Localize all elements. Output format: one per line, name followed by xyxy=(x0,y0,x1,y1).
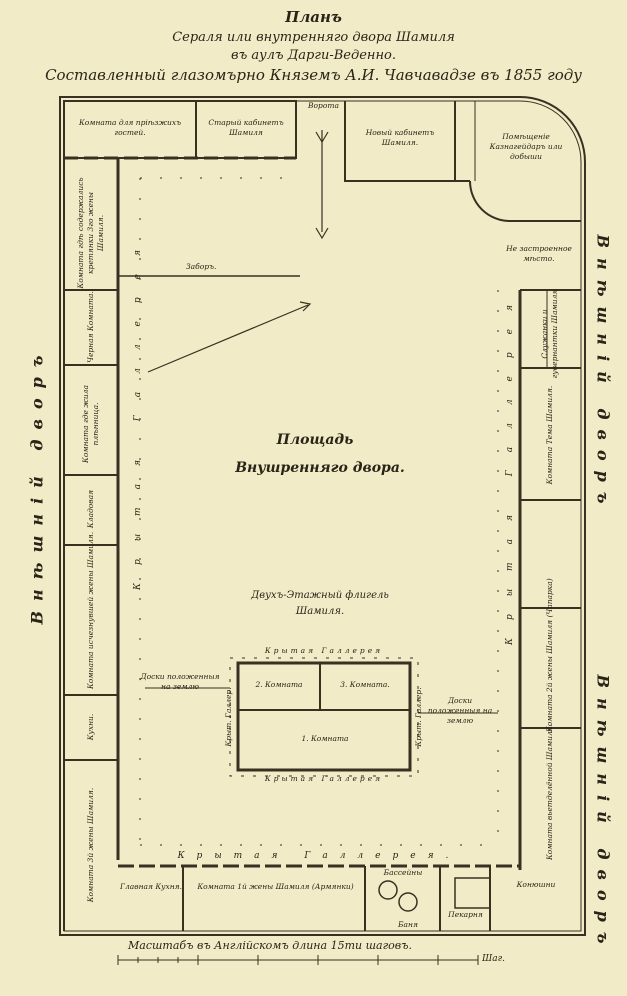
boards-right: Доски положенныя на землю xyxy=(427,696,493,725)
room-kaznachei xyxy=(469,180,581,222)
room-wife-left-label: Комната исчезнувшей жены Шамиля. xyxy=(86,531,95,689)
courtyard-title: Площадь xyxy=(276,432,354,448)
boards-left: Доски положенныя на землю xyxy=(140,672,220,691)
north-arrow xyxy=(147,130,329,373)
title-line3: въ аулъ Дарги-Веденно. xyxy=(231,48,396,63)
room-main-kitchen-label: Главная Кухня. xyxy=(120,882,183,891)
gallery-bottom-label: Крытая Галлерея. xyxy=(177,851,461,861)
wing-room2: 2. Комната xyxy=(255,680,303,689)
room-black-label: Черная Комната. xyxy=(86,291,95,363)
wing-gallery-left: Крыт. Галлер. xyxy=(224,687,233,747)
gate-label: Ворота xyxy=(308,101,339,110)
title-plan: Планъ xyxy=(285,8,342,26)
courtyard-subtitle: Внушренняго двора. xyxy=(235,460,405,476)
gallery-right-label: Крытая Галлерея xyxy=(505,287,515,645)
outer-yard-left: Внѣшній дворъ xyxy=(27,345,47,625)
scale-unit: Шаг. xyxy=(482,954,506,964)
scale-bar xyxy=(117,955,479,965)
room-shamil-label: Комната Тема Шамиля. xyxy=(545,385,554,485)
room-guests-label: Комната для прiѣзжихъ гостей. xyxy=(78,118,182,137)
outer-yard-right-top: Внѣшній дворъ xyxy=(593,234,613,514)
scale-label: Масштабъ въ Англійскомъ длина 15ти шагов… xyxy=(128,939,412,952)
outer-yard-right-bottom: Внѣшній дворъ xyxy=(593,674,613,954)
gallery-left-label: Крытая Галлерея xyxy=(133,232,143,590)
room-kitchen-left-label: Кухни. xyxy=(86,713,95,741)
room-new-cabinet-label: Новый кабинетъ Шамиля. xyxy=(365,128,435,147)
room-shamil-bedroom-label: Комната вьетделённой Шамиля. xyxy=(545,723,554,860)
wing-gallery-top: Крытая Галлерея xyxy=(264,646,384,655)
room-prisoners-label: Комната гдѣ содержались кретянки 3го жен… xyxy=(76,177,105,289)
pools-label: Бассейны xyxy=(383,868,423,877)
title-line2: Сераля или внутренняго двора Шамиля xyxy=(172,30,455,45)
wing-room3: 3. Комната. xyxy=(340,680,390,689)
wing-room1: 1. Комната xyxy=(301,734,349,743)
wing-gallery xyxy=(229,657,419,777)
wing-gallery-right: Крыт. Галлер. xyxy=(414,687,423,747)
wing-gallery-bottom: Крытая Галлерея xyxy=(264,774,384,783)
room-wife3-label: Комната 3й жены Шамиля. xyxy=(86,787,95,903)
bath-label: Баня xyxy=(398,920,418,929)
title-line4: Составленный глазомърно Княземъ А.И. Чав… xyxy=(45,66,582,84)
pool-circle-1 xyxy=(378,880,398,900)
wing-building xyxy=(236,661,412,772)
room-old-cabinet-label: Старый кабинетъ Шамиля xyxy=(208,118,284,137)
wing-title: Двухъ-Этажный флигель xyxy=(251,590,389,601)
pool-circle-2 xyxy=(398,892,418,912)
room-daughter-label: Комната где жила плѣнница. xyxy=(81,385,100,463)
room-servants-label: Служанки и гувернантки Шамиля xyxy=(540,289,559,379)
bakery-label: Пекарня xyxy=(448,910,483,919)
wing-title2: Шамиля. xyxy=(295,606,345,617)
room-wife1-label: Комната 1й жены Шамиля (Армянки) xyxy=(197,882,354,891)
stables-label: Конюшни xyxy=(516,880,556,889)
fence-label: Заборъ. xyxy=(186,262,217,271)
room-second-wife-label: Комната 2й жены Шамиля (Чапарка) xyxy=(545,578,554,732)
room-kaznachei-label: Помѣщенiе Казнагейдаръ или добыши xyxy=(489,132,563,161)
outer-wall xyxy=(59,96,586,936)
unbuilt-label: Не застроенное мѣсто. xyxy=(506,244,572,263)
